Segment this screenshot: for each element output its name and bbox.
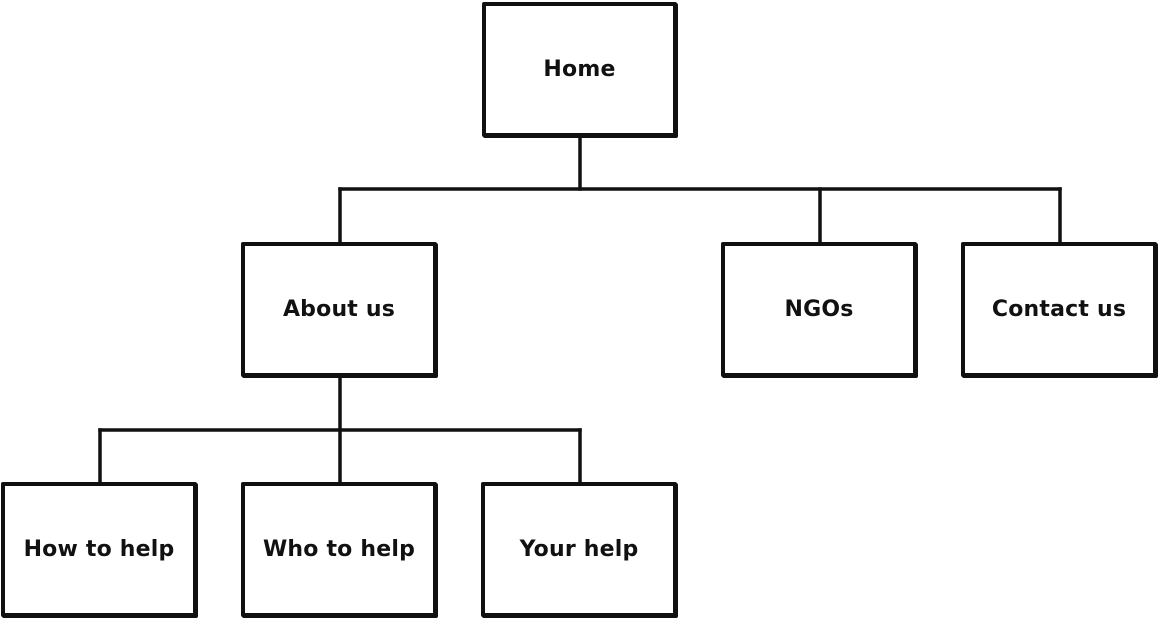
node-how-to-help: How to help	[1, 482, 197, 617]
node-label-contact-us: Contact us	[991, 297, 1127, 322]
node-your-help: Your help	[481, 482, 677, 617]
node-label-home: Home	[543, 57, 616, 82]
node-label-your-help: Your help	[519, 537, 639, 562]
node-about-us: About us	[241, 242, 437, 377]
node-contact-us: Contact us	[961, 242, 1157, 377]
node-label-ngos: NGOs	[784, 297, 854, 322]
node-who-to-help: Who to help	[241, 482, 437, 617]
node-label-about-us: About us	[282, 297, 396, 322]
node-label-who-to-help: Who to help	[262, 537, 416, 562]
node-home: Home	[482, 2, 677, 137]
node-ngos: NGOs	[721, 242, 917, 377]
node-label-how-to-help: How to help	[23, 537, 175, 562]
